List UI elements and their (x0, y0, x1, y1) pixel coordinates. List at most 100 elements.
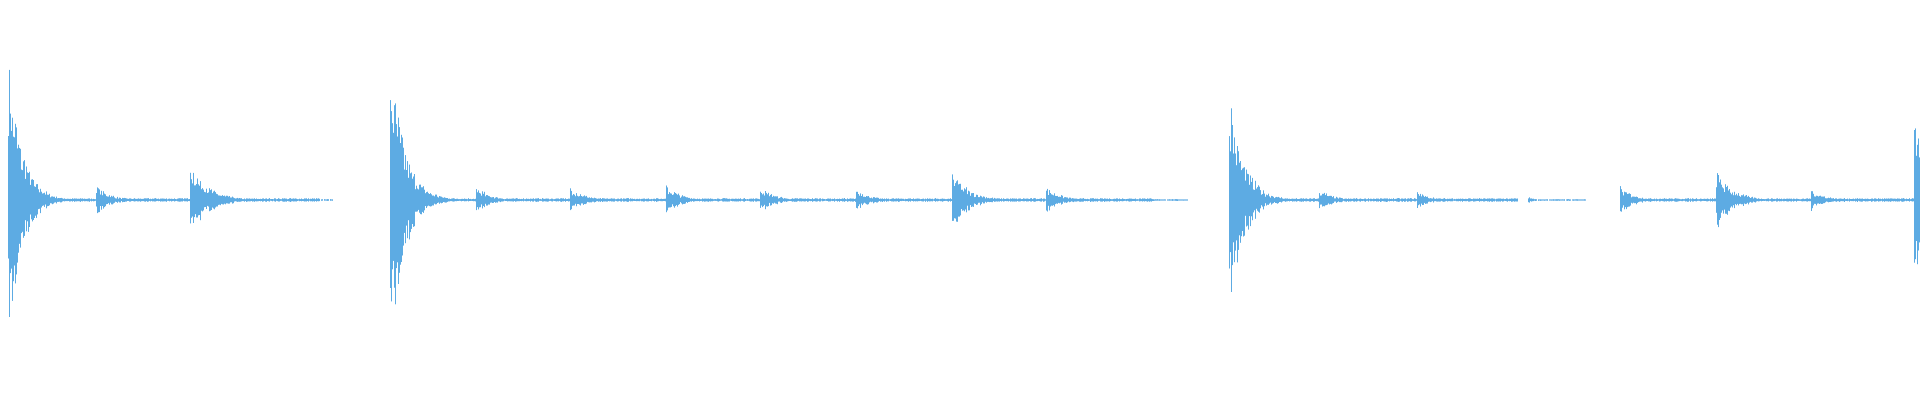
waveform-sample (975, 196, 976, 204)
waveform-sample (10, 113, 11, 274)
waveform-sample (1157, 199, 1158, 201)
waveform-sample (1768, 198, 1769, 202)
waveform-sample (601, 199, 602, 202)
waveform-sample (200, 181, 201, 221)
waveform-sample (715, 199, 716, 201)
waveform-sample (1060, 196, 1061, 203)
waveform-sample (803, 198, 804, 202)
waveform-sample (237, 197, 238, 202)
waveform-sample (913, 198, 914, 202)
waveform-sample (1717, 173, 1718, 225)
waveform-sample (179, 198, 180, 202)
waveform-sample (1654, 198, 1655, 202)
waveform-sample (1375, 199, 1376, 201)
waveform-sample (876, 197, 877, 203)
waveform-sample (1622, 192, 1623, 208)
waveform-sample (472, 199, 473, 201)
waveform-sample (1046, 190, 1047, 211)
waveform-sample (1305, 198, 1306, 202)
waveform-sample (1704, 198, 1705, 201)
waveform-sample (690, 198, 691, 202)
waveform-sample (432, 195, 433, 206)
waveform-sample (1666, 198, 1667, 202)
waveform-sample (539, 199, 540, 201)
waveform-sample (308, 198, 309, 202)
waveform-sample (717, 198, 718, 202)
waveform-sample (1102, 198, 1103, 202)
waveform-sample (1633, 196, 1634, 203)
waveform-sample (1887, 198, 1888, 202)
waveform-sample (523, 198, 524, 202)
waveform-sample (953, 179, 954, 221)
waveform-sample (977, 194, 978, 205)
waveform-sample (1279, 197, 1280, 202)
waveform-sample (1809, 198, 1810, 202)
waveform-sample (639, 198, 640, 202)
waveform-sample (1083, 198, 1084, 202)
waveform-sample (1756, 198, 1757, 202)
waveform-sample (911, 199, 912, 201)
waveform-sample (1115, 198, 1116, 202)
waveform-sample (1566, 199, 1567, 201)
waveform-sample (615, 199, 616, 201)
waveform-sample (1062, 195, 1063, 204)
waveform-sample (1551, 199, 1552, 201)
waveform-sample (896, 198, 897, 202)
waveform-sample (586, 195, 587, 204)
waveform-sample (1107, 198, 1108, 202)
waveform-sample (642, 198, 643, 202)
waveform-sample (167, 199, 168, 201)
waveform-sample (445, 197, 446, 203)
waveform-sample (827, 198, 828, 201)
waveform-sample (476, 189, 477, 211)
waveform-sample (1000, 199, 1001, 201)
waveform-sample (799, 198, 800, 202)
waveform-sample (1701, 198, 1702, 202)
waveform-sample (176, 199, 177, 201)
waveform-sample (1567, 199, 1568, 201)
waveform-sample (619, 199, 620, 201)
waveform-sample (1335, 198, 1336, 202)
waveform-sample (1870, 199, 1871, 201)
waveform-sample (1329, 195, 1330, 205)
waveform-sample (297, 199, 298, 201)
waveform-sample (1336, 196, 1337, 203)
waveform-sample (628, 198, 629, 202)
waveform-sample (814, 198, 815, 202)
waveform-sample (1056, 196, 1057, 204)
waveform-sample (188, 199, 189, 201)
waveform-sample (1289, 198, 1290, 202)
waveform-sample (535, 198, 536, 202)
waveform-sample (221, 195, 222, 204)
waveform-sample (733, 198, 734, 202)
waveform-sample (984, 196, 985, 204)
waveform-sample (65, 198, 66, 202)
waveform-sample (623, 198, 624, 202)
waveform-sample (1122, 198, 1123, 202)
waveform-sample (1707, 198, 1708, 202)
waveform-sample (1763, 199, 1764, 201)
waveform-sample (875, 197, 876, 202)
waveform-sample (1143, 198, 1144, 202)
waveform-sample (49, 193, 50, 206)
waveform-sample (1889, 198, 1890, 202)
waveform-sample (1487, 198, 1488, 202)
waveform-sample (1187, 199, 1188, 201)
waveform-sample (786, 198, 787, 202)
waveform-sample (325, 199, 326, 201)
waveform-sample (1165, 199, 1166, 201)
waveform-sample (1746, 195, 1747, 204)
waveform-sample (943, 198, 944, 202)
waveform-sample (1332, 197, 1333, 204)
waveform-sample (791, 198, 792, 202)
waveform-sample (1515, 198, 1516, 202)
waveform-sample (1352, 198, 1353, 201)
waveform-sample (584, 195, 585, 204)
waveform-sample (1729, 189, 1730, 212)
waveform-sample (1311, 198, 1312, 202)
waveform-sample (328, 199, 329, 201)
waveform-sample (515, 198, 516, 202)
waveform-sample (1723, 188, 1724, 214)
waveform-sample (1576, 199, 1577, 201)
waveform-sample (1136, 199, 1137, 201)
